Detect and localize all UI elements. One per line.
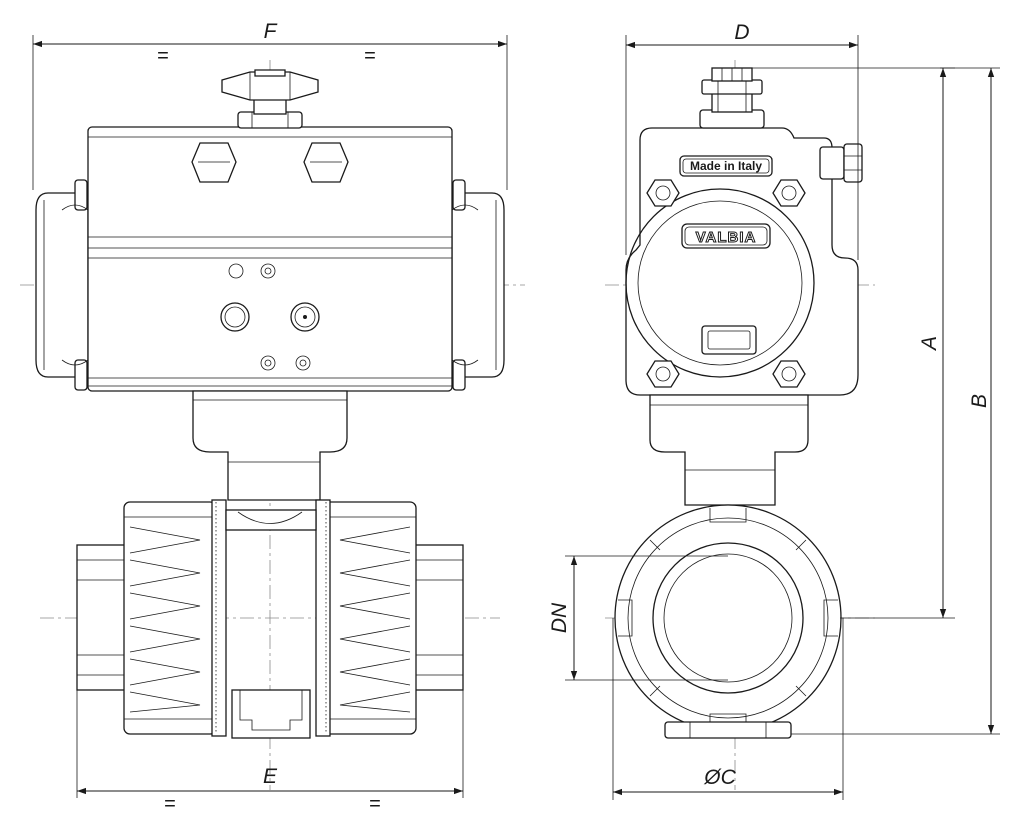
- union-nut-right: [323, 501, 417, 735]
- dim-E-label: E: [263, 765, 278, 788]
- hex-plug-left: [191, 142, 237, 183]
- dim-E-equal-right: =: [369, 793, 381, 815]
- dim-F-label: F: [264, 20, 278, 43]
- bore-inner: [663, 553, 793, 683]
- dim-DN-label: DN: [548, 602, 571, 633]
- dim-C-label: ØC: [703, 766, 736, 789]
- dim-E-equal-left: =: [164, 793, 176, 815]
- actuator-left-end-cap: [35, 179, 89, 391]
- side-valve-ring: [614, 504, 842, 739]
- serrated-ring-left: [211, 499, 227, 737]
- side-position-indicator: [699, 67, 765, 129]
- mounting-bracket: [192, 390, 348, 501]
- valve-body: [225, 509, 317, 739]
- made-in-italy-plate: [679, 155, 773, 177]
- hex-plug-right: [303, 142, 349, 183]
- front-view: [20, 60, 525, 790]
- dim-A-label: A: [918, 336, 941, 352]
- union-nut-left: [123, 501, 217, 735]
- made-in-italy-text: Made in Italy: [690, 159, 762, 173]
- pipe-stub-right: [412, 544, 464, 691]
- side-bracket: [649, 394, 809, 506]
- actuator-right-end-cap: [451, 179, 505, 391]
- side-cover-outer: [625, 188, 815, 378]
- dimension-lines: F = = E = = D A B DN ØC: [32, 20, 1000, 815]
- side-cover-inner: [637, 200, 803, 366]
- actuator-body: [87, 126, 453, 392]
- indicator-window: [701, 325, 757, 355]
- bore-outer: [652, 542, 804, 694]
- pipe-stub-left: [76, 544, 128, 691]
- position-indicator: [221, 69, 319, 129]
- side-view: Made in Italy VALBIA: [605, 60, 875, 790]
- dim-D-label: D: [734, 21, 749, 44]
- dim-B-label: B: [968, 394, 991, 408]
- dim-F-equal-left: =: [157, 45, 169, 67]
- brand-text: VALBIA: [696, 229, 757, 246]
- serrated-ring-right: [315, 499, 331, 737]
- side-actuator-housing: Made in Italy VALBIA: [625, 127, 863, 396]
- dim-F-equal-right: =: [364, 45, 376, 67]
- brand-plate: [681, 223, 771, 249]
